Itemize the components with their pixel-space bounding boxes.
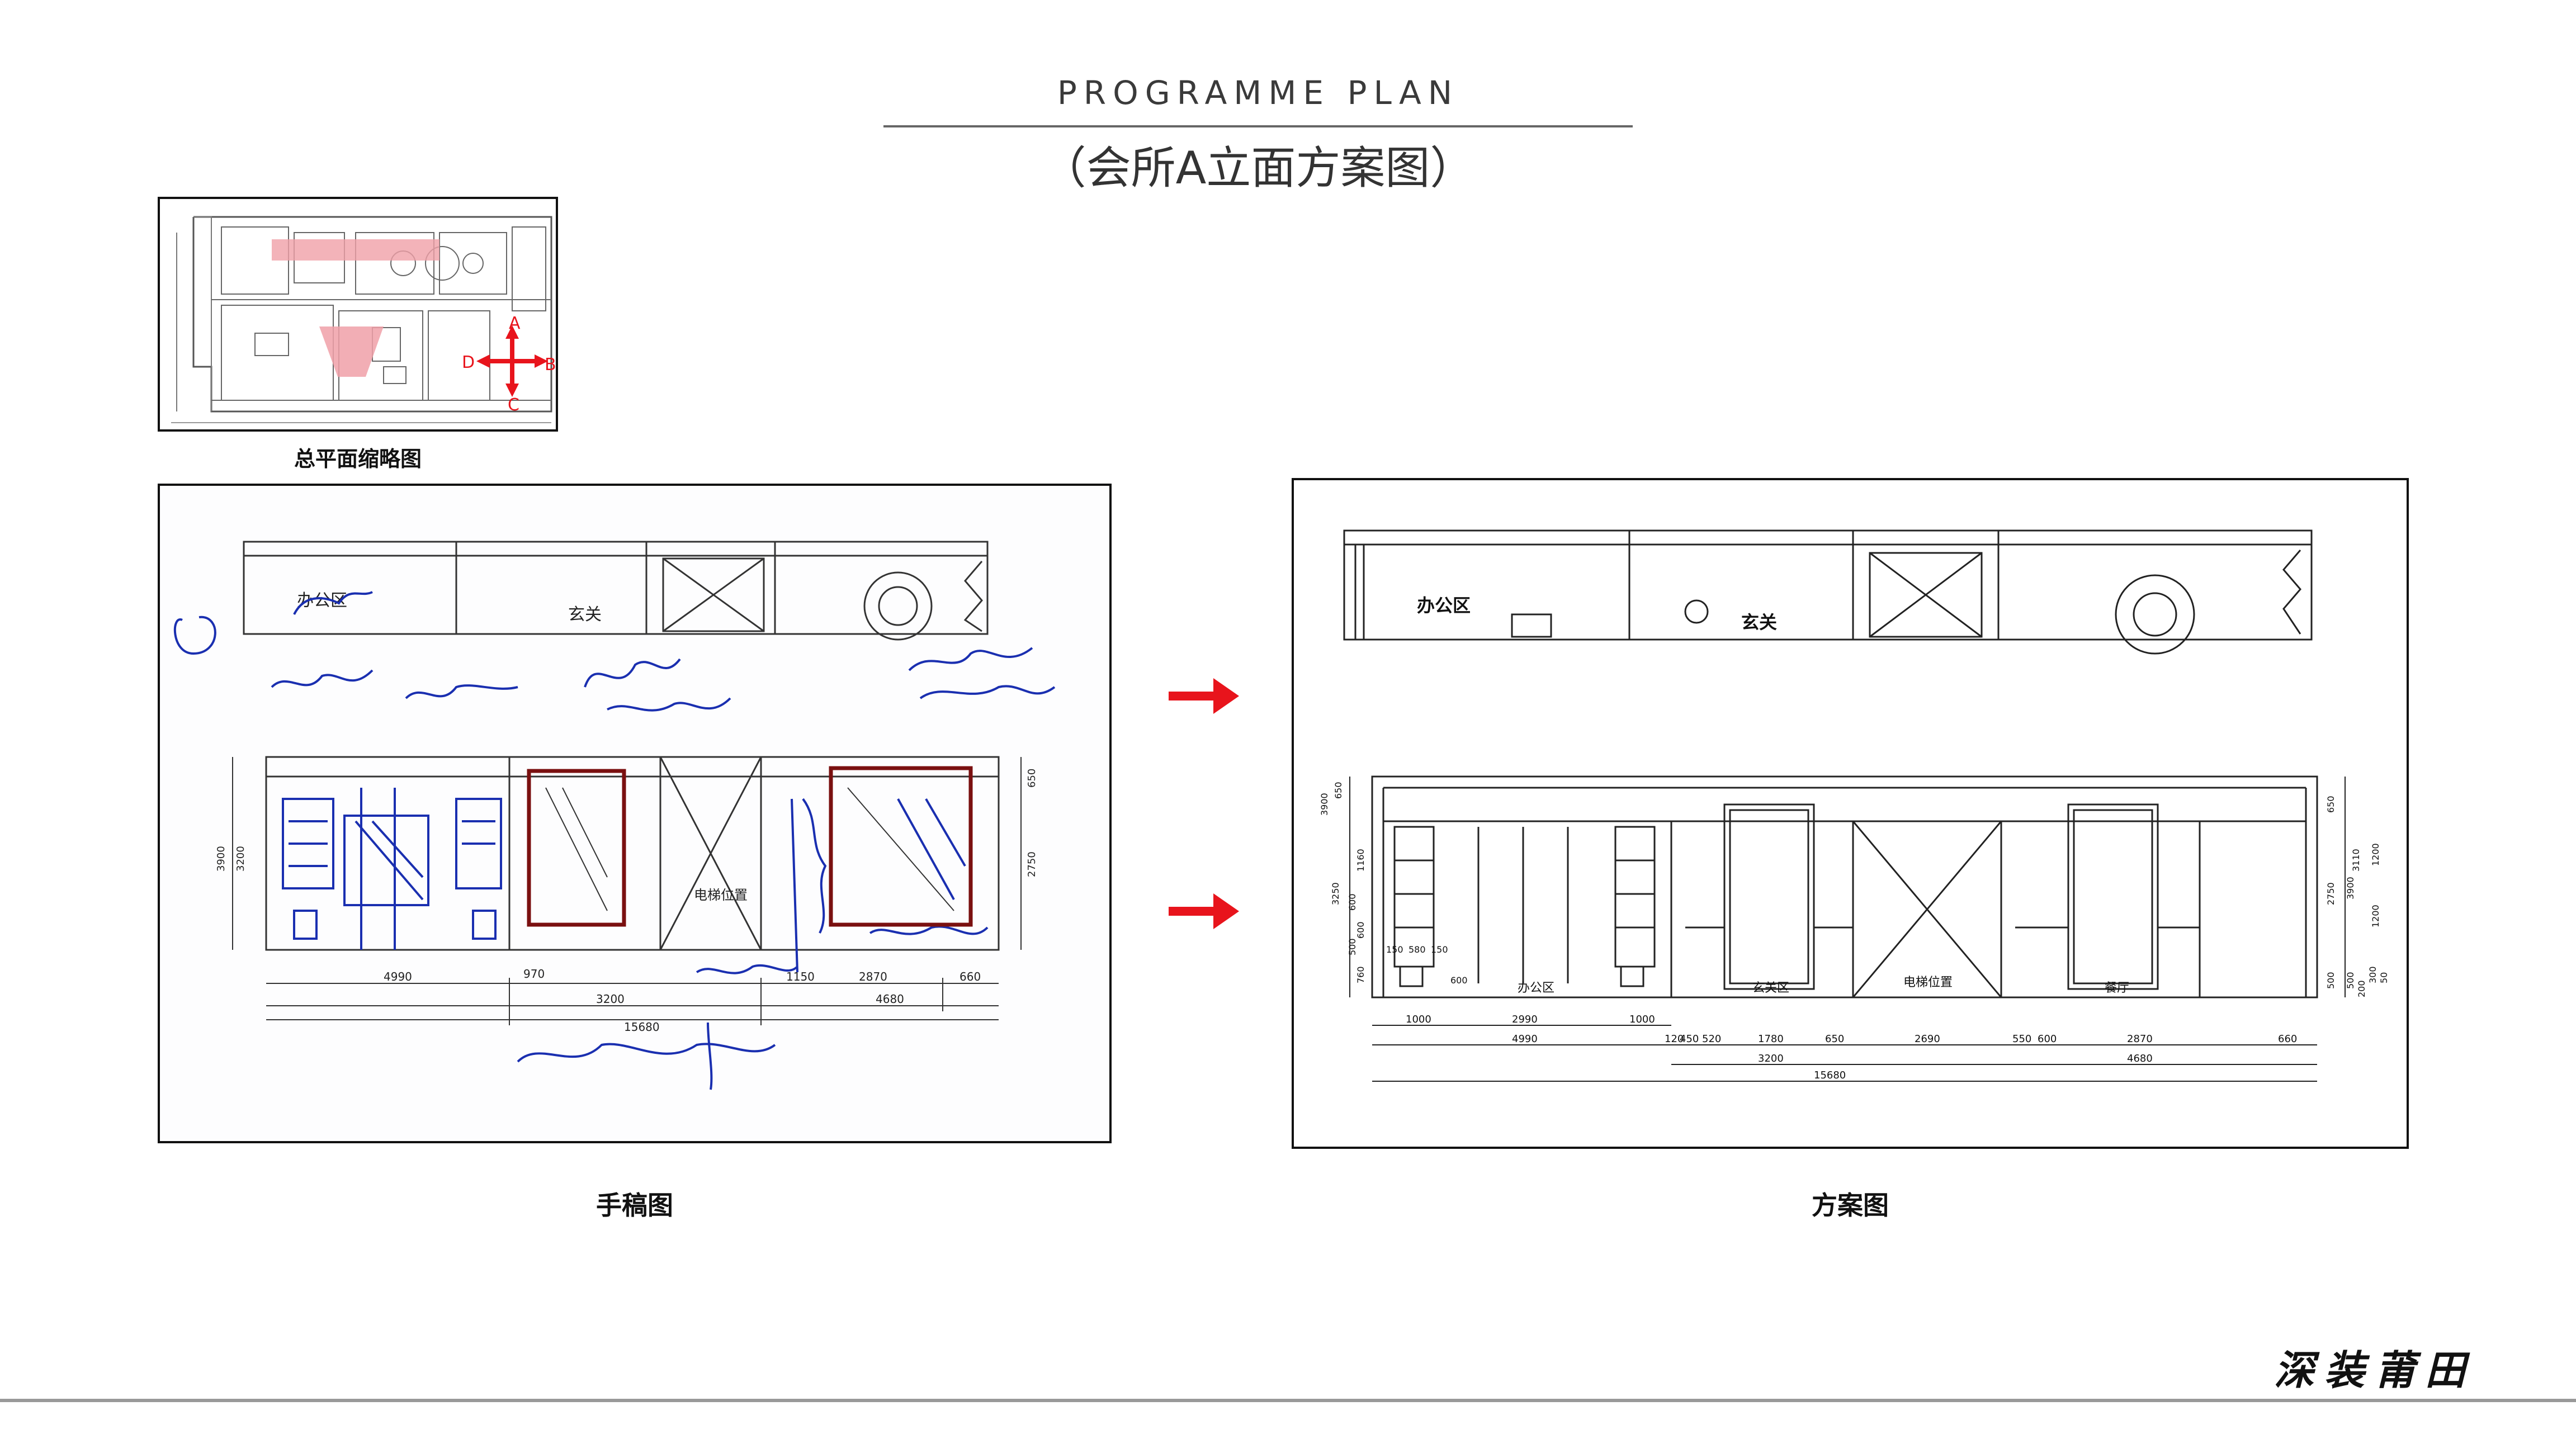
- scheme-dim-total: 15680: [1814, 1069, 1846, 1081]
- sketch-dim-1150: 1150: [786, 970, 815, 983]
- scheme-dim-small: 600: [1450, 975, 1468, 986]
- scheme-dim-right: 2750: [2326, 882, 2336, 905]
- sketch-dim-3200-vertical: 3200: [235, 846, 247, 872]
- scheme-dim-left: 600: [1347, 893, 1358, 911]
- compass-east-label: B: [545, 355, 556, 375]
- highlight-band: [272, 239, 439, 261]
- scheme-dim-right: 300: [2367, 966, 2378, 983]
- sketch-dim-2870: 2870: [859, 970, 887, 983]
- scheme-dim-right: 500: [2326, 972, 2336, 989]
- brand-logo: 深装莆田: [2274, 1346, 2475, 1394]
- sketch-dimension-lines: [232, 757, 1022, 1025]
- scheme-dim-left: 650: [1333, 782, 1344, 799]
- sketch-dim-4680: 4680: [876, 992, 904, 1006]
- scheme-dim-left: 3250: [1330, 882, 1341, 905]
- sketch-dim-2750: 2750: [1026, 851, 1038, 877]
- sketch-caption: 手稿图: [596, 1190, 673, 1220]
- scheme-dim-right: 3110: [2351, 849, 2361, 872]
- arrow-right-icon: [1169, 893, 1239, 929]
- keyplan-caption: 总平面缩略图: [294, 447, 422, 471]
- sketch-dim-650: 650: [1026, 769, 1038, 788]
- scheme-dim-label: 450: [1680, 1033, 1699, 1045]
- view-cone: [319, 326, 384, 377]
- scheme-dim-label: 600: [2038, 1033, 2057, 1045]
- scheme-dim-label: 550: [2012, 1033, 2031, 1045]
- scheme-dim-right: 650: [2326, 796, 2336, 813]
- sketch-dim-660: 660: [959, 970, 981, 983]
- arrow-right-icon: [1169, 678, 1239, 714]
- scheme-dim-label: 2690: [1915, 1033, 1940, 1045]
- scheme-dim-label: 2990: [1512, 1014, 1538, 1025]
- scheme-dim-label: 2870: [2127, 1033, 2153, 1045]
- scheme-dim-left: 600: [1355, 921, 1366, 939]
- scheme-dim-small: 150: [1386, 944, 1403, 955]
- scheme-dim-label: 120: [1665, 1033, 1684, 1045]
- compass-icon: [476, 325, 548, 397]
- scheme-foyer-label: 玄关: [1741, 612, 1777, 633]
- sketch-dim-970: 970: [523, 967, 545, 981]
- scheme-foyer-area-label: 玄关区: [1752, 981, 1789, 995]
- scheme-dim-small: 150: [1431, 944, 1448, 955]
- sketch-window-frames: [527, 766, 973, 927]
- footer-divider: [0, 1399, 2576, 1402]
- sketch-pen-marks: [173, 591, 1056, 1090]
- scheme-dim-left: 500: [1347, 938, 1358, 955]
- scheme-dim-right: 200: [2356, 980, 2367, 997]
- scheme-dim-label: 4990: [1512, 1033, 1538, 1045]
- scheme-office-label: 办公区: [1417, 595, 1471, 616]
- scheme-dim-label: 4680: [2127, 1053, 2153, 1064]
- scheme-dim-label: 660: [2278, 1033, 2297, 1045]
- scheme-dimension-lines: [1349, 777, 2346, 1082]
- scheme-dim-right: 50: [2379, 972, 2389, 983]
- sketch-drawing: 办公区 玄关: [160, 486, 1109, 1141]
- scheme-dim-right: 1200: [2370, 843, 2381, 866]
- sketch-elevator-label: 电梯位置: [694, 887, 748, 903]
- sketch-elevation: [265, 756, 1000, 951]
- scheme-dim-label: 3200: [1758, 1053, 1784, 1064]
- title-divider: [883, 125, 1633, 127]
- scheme-dim-label: 1000: [1629, 1014, 1655, 1025]
- scheme-dining-label: 餐厅: [2105, 981, 2129, 995]
- page-title-english: PROGRAMME PLAN: [1057, 74, 1459, 112]
- scheme-caption: 方案图: [1812, 1190, 1889, 1220]
- scheme-elevator-label: 电梯位置: [1903, 976, 1953, 990]
- scheme-plan-strip: [1343, 529, 2313, 655]
- scheme-dim-right: 1200: [2370, 905, 2381, 927]
- page-title-chinese: （会所A立面方案图）: [1041, 142, 1475, 194]
- keyplan-drawing: A B C D: [160, 199, 556, 429]
- compass-south-label: C: [508, 395, 519, 415]
- scheme-drawing: 办公区 玄关: [1294, 480, 2407, 1147]
- scheme-dim-label: 1780: [1758, 1033, 1784, 1045]
- scheme-elevation: [1371, 775, 2318, 998]
- compass-north-label: A: [509, 314, 521, 333]
- sketch-panel: 办公区 玄关: [158, 484, 1112, 1143]
- keyplan-thumbnail: A B C D: [158, 197, 558, 432]
- scheme-dim-label: 1000: [1406, 1014, 1431, 1025]
- compass-west-label: D: [462, 353, 475, 372]
- scheme-office-area-label: 办公区: [1518, 981, 1554, 995]
- scheme-dim-label: 650: [1825, 1033, 1844, 1045]
- scheme-dim-left: 1160: [1355, 849, 1366, 872]
- sketch-dim-3900: 3900: [215, 846, 227, 872]
- sketch-dim-3200: 3200: [596, 992, 625, 1006]
- scheme-dim-right: 3900: [2345, 877, 2356, 900]
- scheme-dim-left: 3900: [1319, 793, 1330, 816]
- scheme-panel: 办公区 玄关: [1292, 478, 2409, 1149]
- sketch-dim-4990: 4990: [384, 970, 412, 983]
- sketch-dim-total: 15680: [624, 1020, 660, 1034]
- scheme-dim-small: 580: [1408, 944, 1426, 955]
- sketch-plan-strip: [243, 541, 989, 641]
- scheme-dim-right: 500: [2345, 972, 2356, 989]
- scheme-dim-label: 520: [1702, 1033, 1721, 1045]
- sketch-foyer-label: 玄关: [568, 605, 602, 624]
- scheme-dim-left: 760: [1355, 966, 1366, 983]
